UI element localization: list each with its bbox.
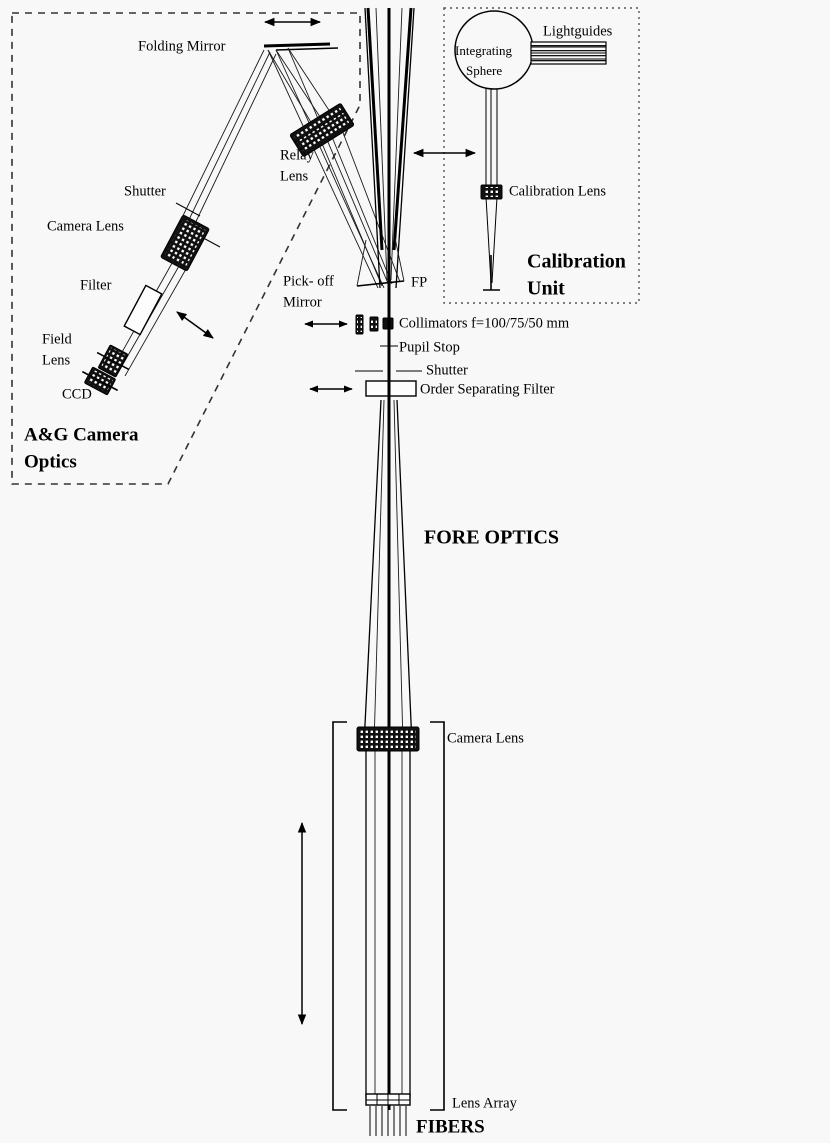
label-ag-filter: Filter <box>80 277 112 293</box>
label-field-lens-line2: Lens <box>42 352 71 368</box>
label-order-separating-filter: Order Separating Filter <box>420 381 555 397</box>
relay-lens <box>289 103 355 157</box>
label-ag-camera-lens: Camera Lens <box>47 218 124 234</box>
label-relay-lens-line2: Lens <box>280 168 309 184</box>
fiber-bundle <box>369 1106 407 1136</box>
calibration-unit-box <box>443 7 640 304</box>
label-calibration-unit-line1: Calibration <box>527 251 626 273</box>
label-collimators: Collimators f=100/75/50 mm <box>399 315 570 331</box>
label-folding-mirror: Folding Mirror <box>138 38 226 54</box>
label-calibration-lens: Calibration Lens <box>509 183 606 199</box>
label-field-lens-line1: Field <box>42 331 73 347</box>
pickoff-mirror <box>356 237 405 287</box>
label-ag-shutter: Shutter <box>124 183 166 199</box>
label-ag-ccd: CCD <box>62 386 92 402</box>
label-fp: FP <box>411 274 427 290</box>
ag-filter <box>123 284 163 336</box>
label-calibration-unit-line2: Unit <box>527 278 565 300</box>
label-relay-lens-line1: Relay <box>280 147 315 163</box>
ag-camera-lens <box>160 214 210 272</box>
fore-camera-lens <box>356 726 420 752</box>
label-fore-optics: FORE OPTICS <box>424 527 559 549</box>
collimator-set <box>355 314 394 335</box>
calibration-beam <box>483 89 500 291</box>
fore-optics-beam <box>363 300 413 1110</box>
label-integrating-sphere-line2: Sphere <box>466 63 502 78</box>
lens-array <box>365 1093 411 1106</box>
ag-camera-optics-box <box>11 12 361 485</box>
lightguides <box>530 41 607 65</box>
order-separating-filter <box>365 380 417 397</box>
label-fore-shutter: Shutter <box>426 362 468 378</box>
ag-ccd <box>81 366 119 396</box>
label-pickoff-mirror-line2: Mirror <box>283 294 322 310</box>
folding-mirror <box>263 42 339 51</box>
filter-exchange-arrow <box>176 311 214 339</box>
label-fore-camera-lens: Camera Lens <box>447 730 524 746</box>
ag-field-lens <box>96 344 130 378</box>
label-ag-box-line1: A&G Camera <box>24 424 139 445</box>
label-pupil-stop: Pupil Stop <box>399 339 460 355</box>
label-integrating-sphere-line1: Integrating <box>455 43 513 58</box>
calibration-lens <box>480 184 503 200</box>
fore-optics-barrel-bracket <box>332 721 445 1111</box>
label-lens-array: Lens Array <box>452 1095 518 1111</box>
label-pickoff-mirror-line1: Pick- off <box>283 273 334 289</box>
label-fibers: FIBERS <box>416 1116 485 1137</box>
telescope-beam-upper <box>364 7 415 300</box>
label-lightguides: Lightguides <box>543 23 613 39</box>
label-ag-box-line2: Optics <box>24 451 77 472</box>
